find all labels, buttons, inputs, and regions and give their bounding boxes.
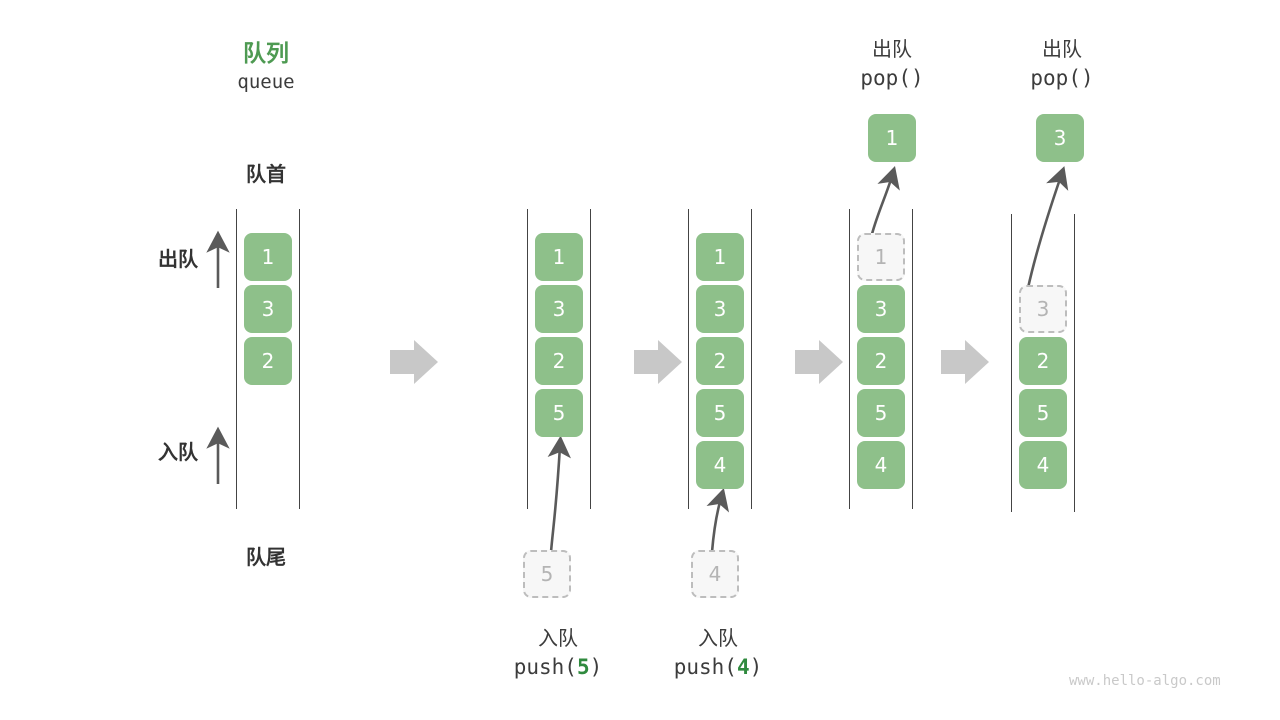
popped-node[interactable]: 1 (868, 114, 916, 162)
pop-3-op-label-cn: 出队 (1042, 37, 1082, 61)
push-5-op-code: push(5) (513, 655, 603, 679)
queue-node[interactable]: 5 (696, 389, 744, 437)
queue-rail-right-5 (1074, 214, 1075, 512)
transition-arrow-icon-3 (795, 340, 843, 384)
push-4-op-code: push(4) (673, 655, 763, 679)
queue-node[interactable]: 3 (244, 285, 292, 333)
queue-node[interactable]: 4 (1019, 441, 1067, 489)
queue-node[interactable]: 2 (535, 337, 583, 385)
dequeue-legend-label: 出队 (158, 247, 198, 271)
incoming-ghost-node[interactable]: 5 (523, 550, 571, 598)
queue-title-en: queue (237, 71, 295, 93)
pop-1-op-label-cn: 出队 (872, 37, 912, 61)
watermark: www.hello-algo.com (1069, 673, 1221, 689)
queue-node[interactable]: 1 (244, 233, 292, 281)
queue-node[interactable]: 2 (696, 337, 744, 385)
queue-node[interactable]: 1 (696, 233, 744, 281)
queue-rail-left-5 (1011, 214, 1012, 512)
queue-node[interactable]: 3 (857, 285, 905, 333)
queue-rail-left-3 (688, 209, 689, 509)
queue-title-cn: 队列 (243, 41, 289, 67)
popped-node[interactable]: 3 (1036, 114, 1084, 162)
queue-rail-right-2 (590, 209, 591, 509)
queue-rail-right-3 (751, 209, 752, 509)
push-4-op-label-cn: 入队 (698, 626, 738, 650)
push-5-motion-arrow-icon (547, 435, 571, 553)
transition-arrow-icon-1 (390, 340, 438, 384)
transition-arrow-icon-2 (634, 340, 682, 384)
pop-1-motion-arrow-icon (870, 166, 900, 235)
queue-node-new[interactable]: 4 (696, 441, 744, 489)
push-5-op-label-cn: 入队 (538, 626, 578, 650)
queue-front-label: 队首 (246, 162, 286, 186)
push-5-value: 5 (576, 655, 590, 679)
queue-node[interactable]: 2 (1019, 337, 1067, 385)
queue-rail-right-4 (912, 209, 913, 509)
queue-node[interactable]: 1 (535, 233, 583, 281)
queue-node[interactable]: 3 (696, 285, 744, 333)
incoming-ghost-node[interactable]: 4 (691, 550, 739, 598)
queue-rail-right-1 (299, 209, 300, 509)
pop-1-op-code: pop() (860, 66, 924, 90)
queue-node-new[interactable]: 5 (535, 389, 583, 437)
pop-3-motion-arrow-icon (1026, 166, 1069, 289)
queue-node[interactable]: 2 (857, 337, 905, 385)
queue-node[interactable]: 4 (857, 441, 905, 489)
enqueue-legend-label: 入队 (158, 440, 198, 464)
queue-node[interactable]: 5 (857, 389, 905, 437)
queue-node-removed[interactable]: 3 (1019, 285, 1067, 333)
queue-rail-left-1 (236, 209, 237, 509)
queue-node[interactable]: 5 (1019, 389, 1067, 437)
push-4-motion-arrow-icon (706, 487, 730, 553)
queue-node-removed[interactable]: 1 (857, 233, 905, 281)
queue-node[interactable]: 2 (244, 337, 292, 385)
transition-arrow-icon-4 (941, 340, 989, 384)
queue-node[interactable]: 3 (535, 285, 583, 333)
queue-rail-left-4 (849, 209, 850, 509)
queue-rear-label: 队尾 (246, 545, 286, 569)
queue-rail-left-2 (527, 209, 528, 509)
push-4-value: 4 (736, 655, 750, 679)
pop-3-op-code: pop() (1030, 66, 1094, 90)
